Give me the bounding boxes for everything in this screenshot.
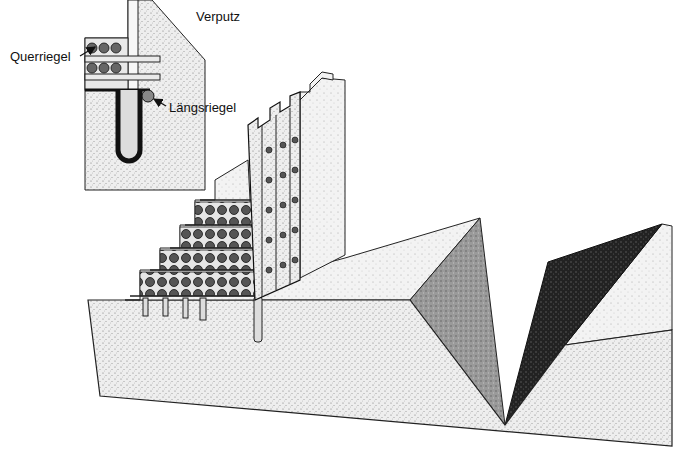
part-label: Querriegel (10, 50, 71, 64)
part-label: Längsriegel (169, 101, 236, 115)
part-label: Verputz (196, 10, 240, 24)
